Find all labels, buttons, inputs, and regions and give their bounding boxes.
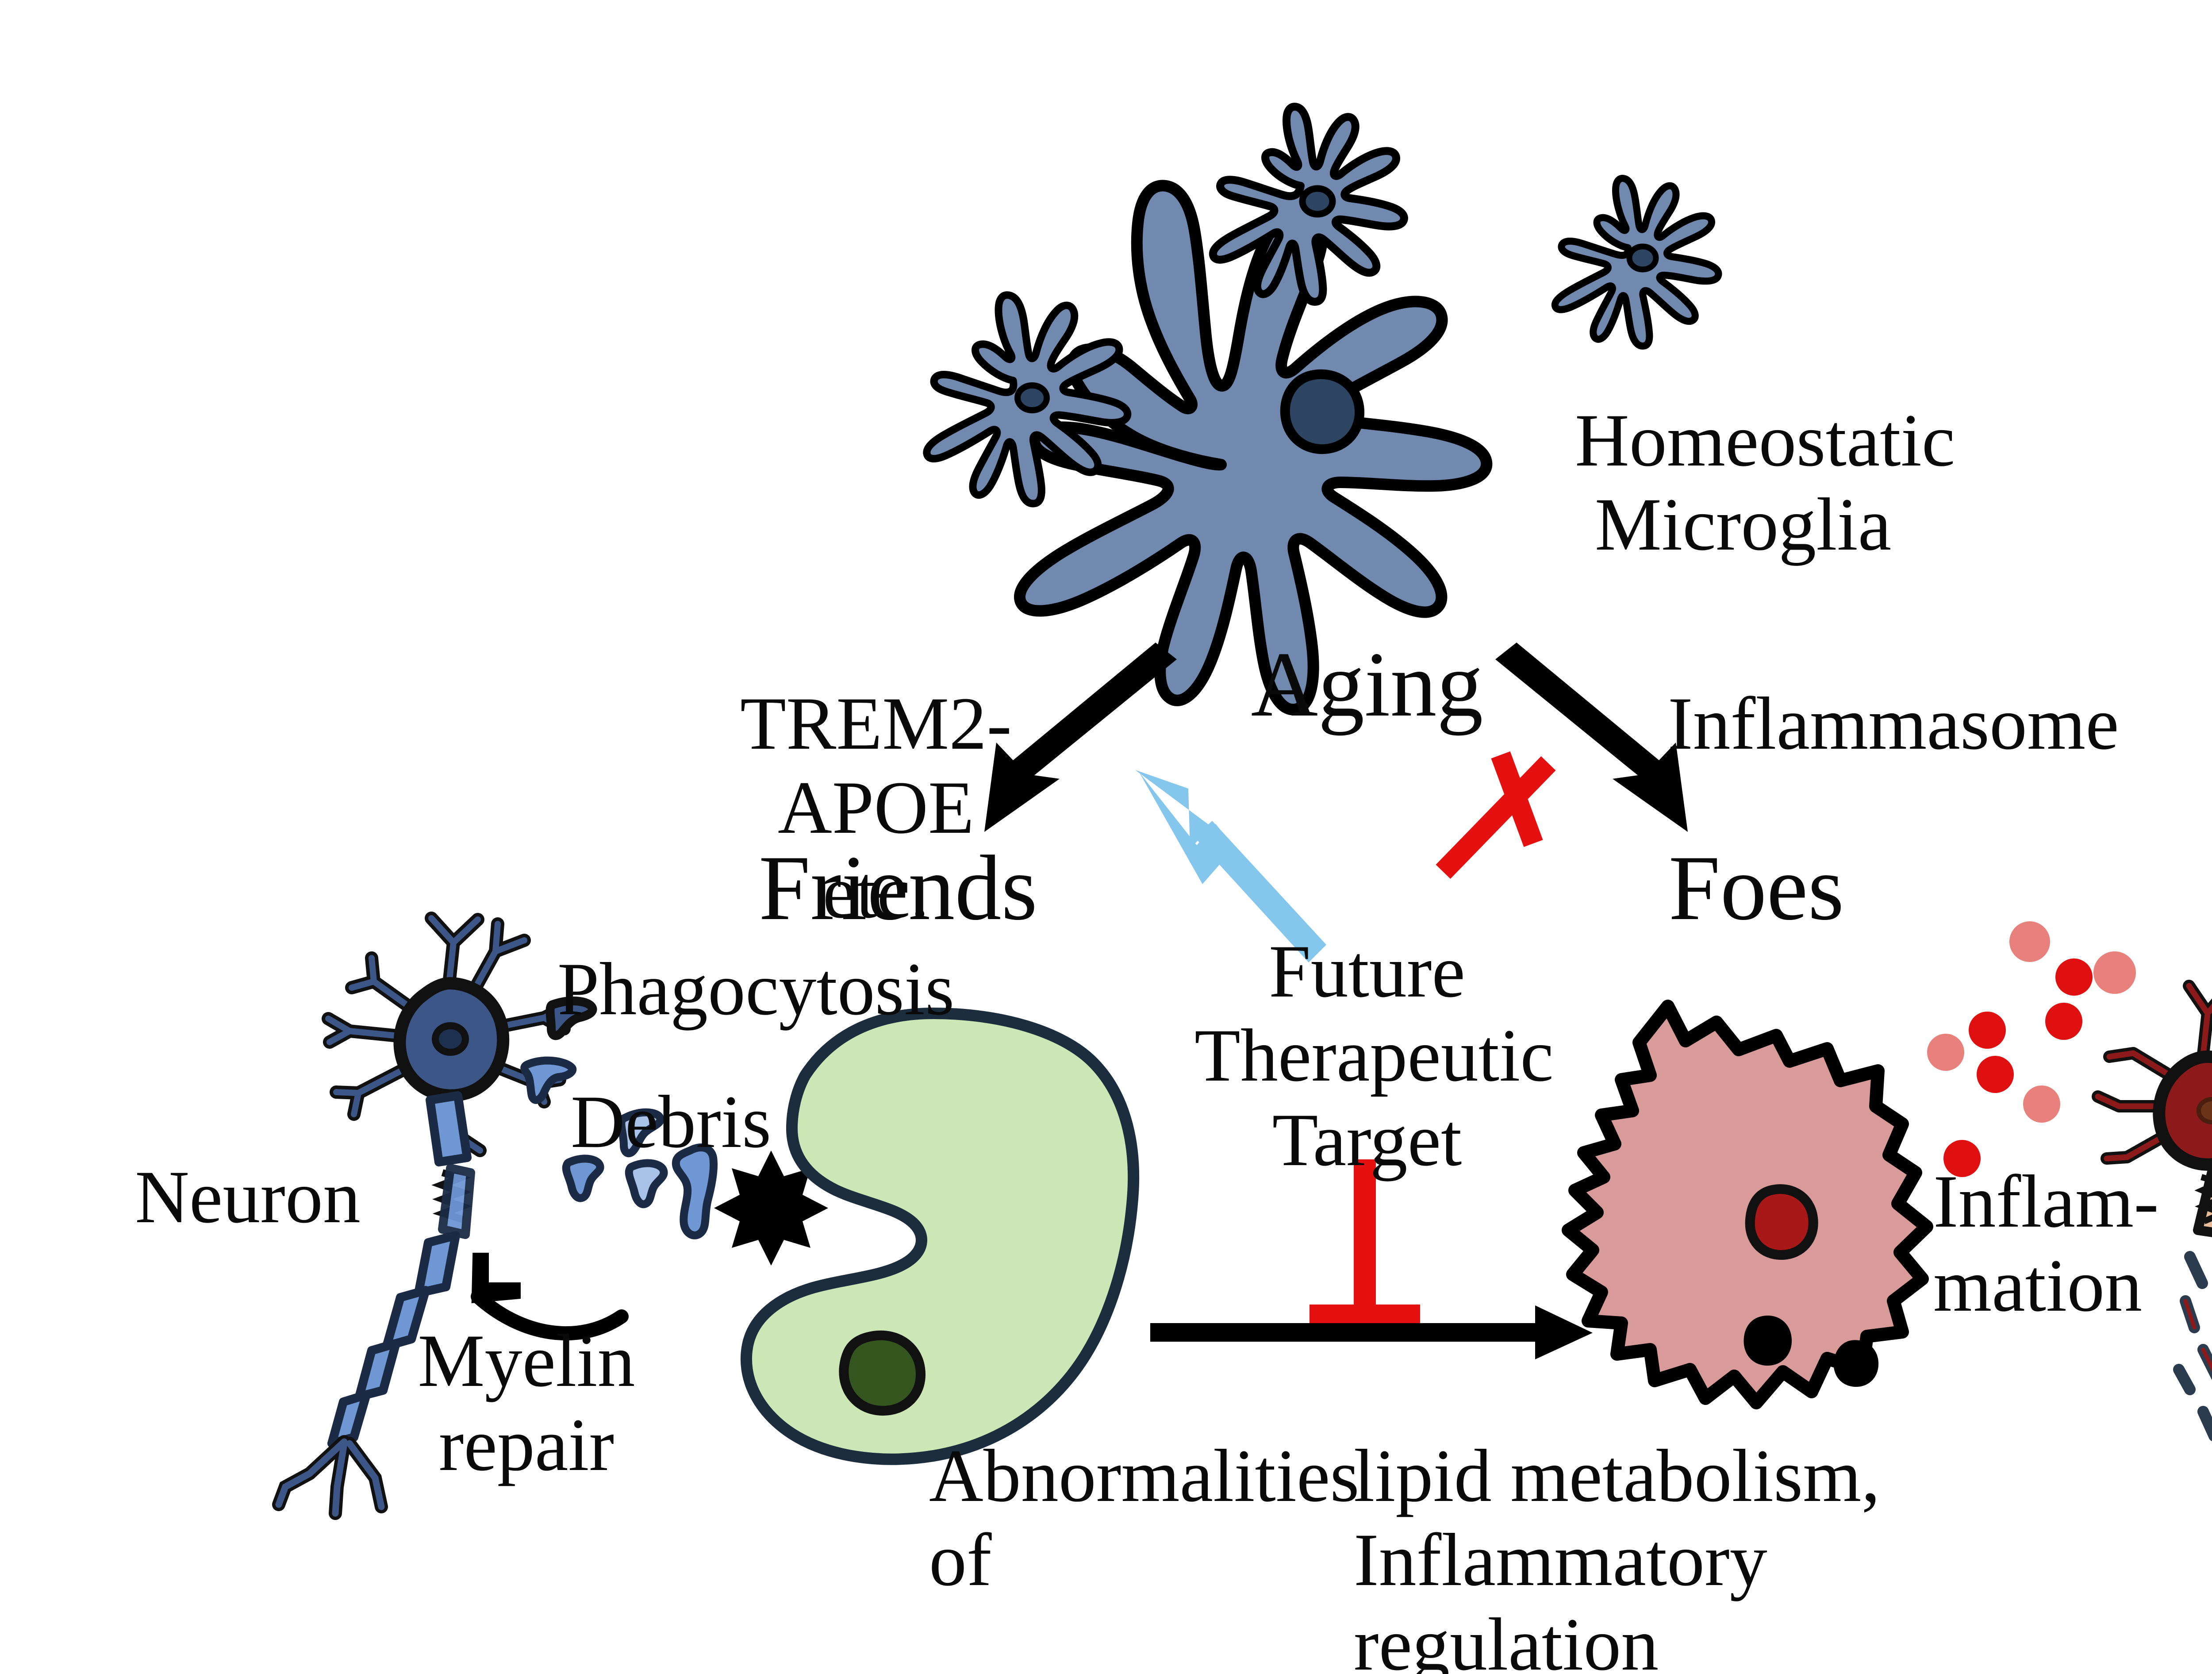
pink-microglia-body bbox=[1562, 1000, 1933, 1409]
pink-microglia-vacuole-1 bbox=[1743, 1315, 1792, 1366]
satellite-microglia-3 bbox=[923, 291, 1132, 508]
damaged-neuron-group bbox=[2092, 980, 2212, 1441]
inhibition-foes bbox=[1436, 751, 1556, 879]
homeostatic-microglia-group bbox=[923, 103, 1722, 716]
arrow-friends-restore-head bbox=[1135, 770, 1211, 849]
damaged-neuron-soma bbox=[2153, 1050, 2212, 1171]
neuron-nucleus bbox=[432, 1022, 469, 1056]
label-abnormalities-detail: lipid metabolism, Inflammatory regulatio… bbox=[1354, 1434, 1880, 1674]
damaged-neuron-nucleus bbox=[2197, 1097, 2212, 1124]
label-inflammasome: Inflammasome bbox=[1668, 682, 2119, 765]
label-debris: Debris bbox=[571, 1080, 772, 1163]
pink-microglia-vacuole-2 bbox=[1833, 1340, 1879, 1387]
green-microglia-body bbox=[740, 1008, 1140, 1465]
label-trem2-apoe: TREM2-APOE etc. bbox=[740, 682, 1012, 934]
microglia-large-body bbox=[1014, 180, 1493, 716]
arrow-green-to-pink bbox=[1150, 1305, 1593, 1359]
axon-fragments bbox=[2173, 1251, 2212, 1441]
green-microglia-nucleus bbox=[839, 1330, 926, 1416]
arrow-myelin-repair bbox=[471, 1253, 629, 1341]
microglia-large-nucleus bbox=[1280, 369, 1365, 454]
arrow-aging-to-friends bbox=[984, 643, 1177, 832]
inhibition-therapeutic-target bbox=[1310, 1159, 1420, 1328]
arrow-aging-to-foes bbox=[1495, 643, 1688, 832]
label-aging: Aging bbox=[1251, 633, 1483, 736]
label-foes: Foes bbox=[1668, 837, 1844, 939]
myelinated-axon bbox=[327, 1091, 475, 1448]
label-inflammation: Inflam- mation bbox=[1933, 1160, 2159, 1328]
satellite-microglia-2 bbox=[1551, 175, 1722, 350]
label-neuron: Neuron bbox=[135, 1155, 361, 1239]
label-myelin-repair: Myelin repair bbox=[418, 1319, 635, 1487]
debris-fragments bbox=[520, 997, 828, 1266]
pink-microglia-nucleus bbox=[1745, 1184, 1818, 1260]
satellite-microglia-1 bbox=[1209, 103, 1408, 306]
label-phagocytosis: Phagocytosis bbox=[557, 947, 955, 1031]
label-homeostatic-microglia: Homeostatic Microglia bbox=[1575, 399, 1955, 566]
label-friends: Friends bbox=[759, 837, 1037, 939]
star-debris bbox=[714, 1151, 828, 1266]
label-future-therapeutic-target: Future Therapeutic Target bbox=[1194, 930, 1554, 1181]
axon-fragments-core bbox=[2183, 1299, 2212, 1372]
pink-microglia-group bbox=[1562, 1000, 1933, 1409]
aging-branch-arrows bbox=[984, 643, 1688, 832]
axon-terminals-fill bbox=[275, 1438, 385, 1517]
green-microglia-group bbox=[740, 1008, 1140, 1465]
label-abnormalities-of: Abnormalities of bbox=[929, 1434, 1359, 1602]
arrow-friends-restore-shaft bbox=[1194, 821, 1326, 962]
inflammation-dots bbox=[1927, 921, 2136, 1177]
